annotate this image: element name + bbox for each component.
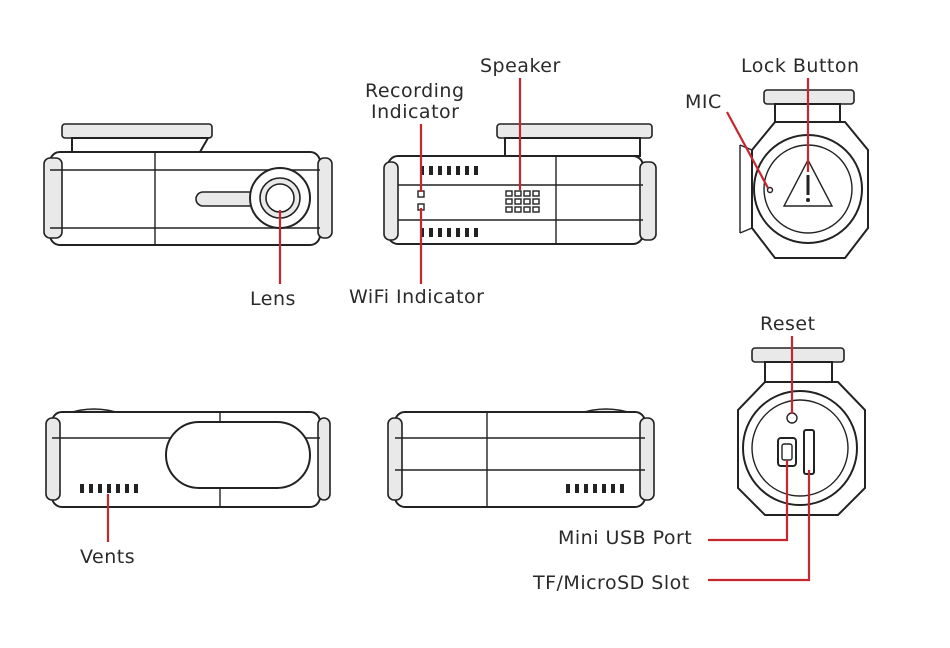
label-recording-indicator-line2: Indicator [371, 101, 459, 123]
camera-side-view-indicators [383, 123, 657, 245]
label-mini-usb-port: Mini USB Port [558, 527, 692, 549]
camera-end-view-ports [737, 347, 866, 516]
callout-line-mic [726, 111, 769, 189]
vent-slots-right [566, 484, 624, 493]
label-vents: Vents [80, 546, 135, 568]
label-lock-button: Lock Button [741, 55, 860, 77]
camera-side-view-vents [45, 408, 331, 508]
label-tf-microsd-slot: TF/MicroSD Slot [532, 572, 690, 594]
label-recording-indicator-line1: Recording [365, 80, 465, 102]
callout-line-tf-microsd-slot [708, 470, 811, 582]
camera-side-view-plain [387, 408, 655, 508]
vent-slots [80, 484, 138, 493]
label-lens: Lens [250, 288, 296, 310]
speaker-grille [505, 190, 540, 213]
camera-side-view-lens [43, 123, 333, 246]
label-wifi-indicator: WiFi Indicator [349, 286, 484, 308]
label-reset: Reset [760, 313, 816, 335]
label-speaker: Speaker [480, 55, 561, 77]
label-mic: MIC [685, 91, 722, 113]
callout-line-mini-usb-port [708, 460, 789, 542]
microsd-slot-shape [803, 429, 815, 475]
